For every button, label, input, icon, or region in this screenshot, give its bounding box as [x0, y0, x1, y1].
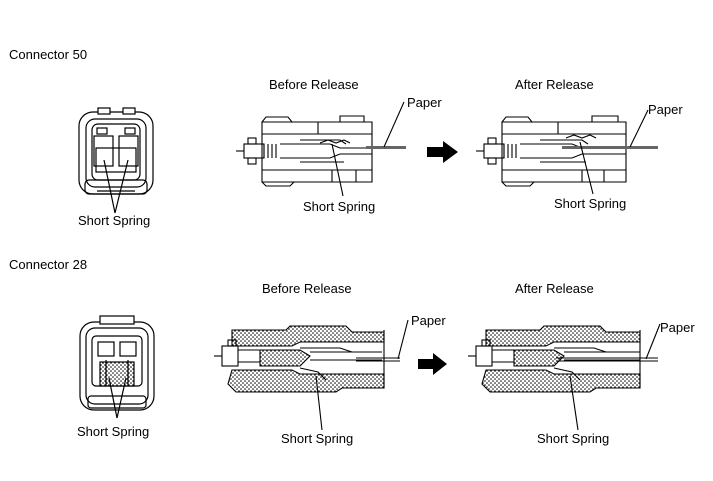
before-release-title: Before Release [262, 281, 352, 296]
short-spring-label: Short Spring [537, 431, 610, 446]
arrow-right-icon [418, 353, 447, 375]
connector-28-before-drawing [214, 319, 409, 431]
connector-28-after-drawing [468, 323, 661, 431]
before-release-title: Before Release [269, 77, 359, 92]
short-spring-label: Short Spring [303, 199, 376, 214]
short-spring-label: Short Spring [554, 196, 627, 211]
paper-label: Paper [407, 95, 442, 110]
paper-label: Paper [411, 313, 446, 328]
section-title-connector-28: Connector 28 [9, 257, 88, 272]
short-spring-label: Short Spring [78, 213, 151, 228]
short-spring-label: Short Spring [281, 431, 354, 446]
paper-label: Paper [660, 320, 695, 335]
arrow-right-icon [427, 141, 458, 163]
connector-50-after-drawing [476, 109, 658, 195]
after-release-title: After Release [515, 77, 594, 92]
connector-50-face [78, 107, 154, 214]
paper-label: Paper [648, 102, 683, 117]
connector-28-face [79, 315, 155, 419]
after-release-title: After Release [515, 281, 594, 296]
short-spring-label: Short Spring [77, 424, 150, 439]
connector-50-before-drawing [236, 101, 406, 197]
section-title-connector-50: Connector 50 [9, 47, 88, 62]
